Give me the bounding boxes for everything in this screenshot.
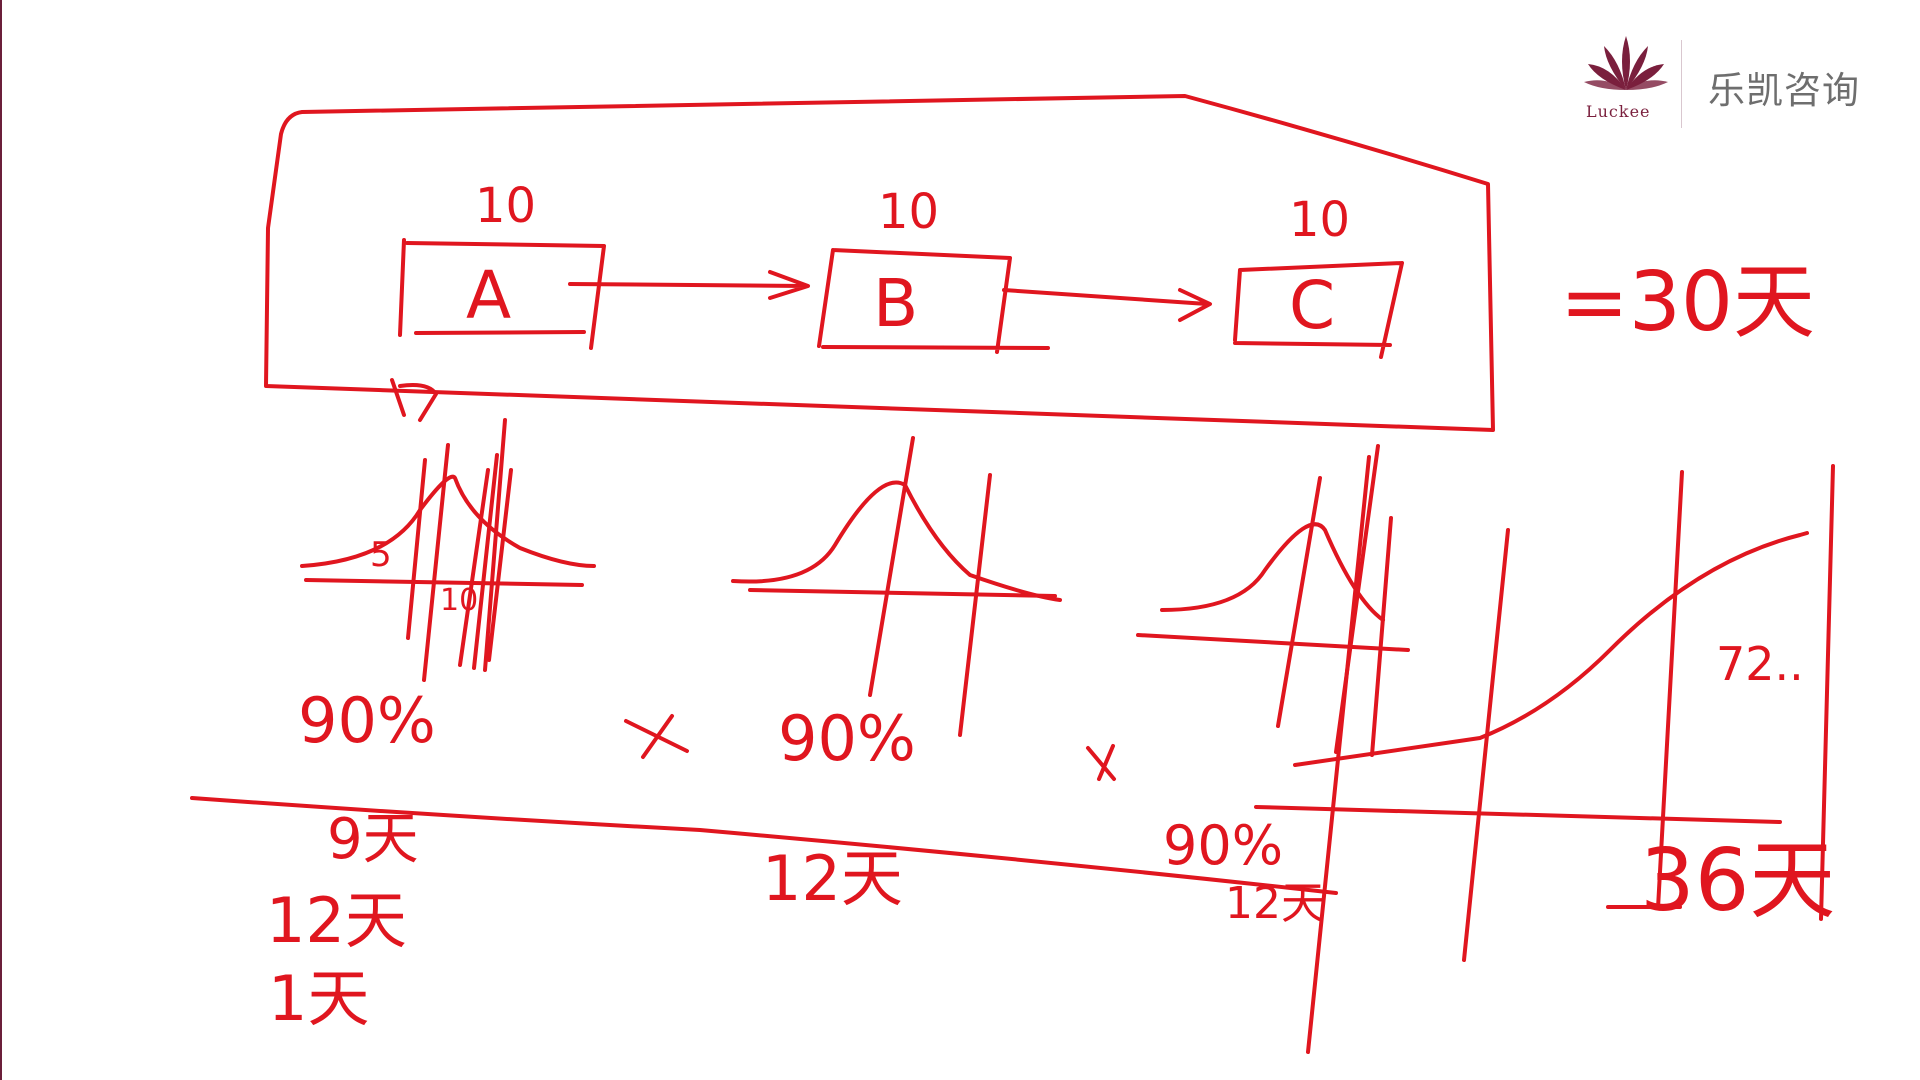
total-estimate: =30天 <box>1560 255 1815 350</box>
estimate-list-1: 12天 <box>266 884 407 957</box>
task-c-label: C <box>1289 267 1335 344</box>
task-a-label: A <box>466 257 511 334</box>
a-curve-left-mark: 5 <box>370 535 392 575</box>
a-probability: 90% <box>298 684 436 757</box>
a-curve-value: 10 <box>440 583 478 618</box>
markers-a <box>406 418 513 682</box>
timeline-right <box>1254 805 1782 824</box>
window-left-edge <box>0 0 2 1080</box>
scribble-under-a <box>390 378 438 422</box>
chain-estimate: 36天 <box>1640 831 1835 931</box>
multiply-mark-2 <box>1086 744 1116 781</box>
b-estimate: 12天 <box>762 842 903 915</box>
distribution-curve-a <box>300 474 596 568</box>
c-estimate: 12天 <box>1225 878 1325 929</box>
company-logo: Luckee 乐凯咨询 <box>1578 30 1878 130</box>
company-name: 乐凯咨询 <box>1708 69 1860 112</box>
axis-c <box>1136 633 1410 652</box>
task-box-b <box>817 248 1050 354</box>
task-b-duration: 10 <box>878 184 939 240</box>
axis-b <box>748 588 1057 598</box>
flower-logo-icon <box>1584 36 1668 90</box>
task-b-label: B <box>873 265 918 342</box>
axis-a <box>304 578 584 587</box>
logo-wordmark: Luckee <box>1586 102 1651 121</box>
cumulative-curve <box>1293 531 1809 767</box>
task-c-duration: 10 <box>1289 192 1350 248</box>
distribution-curve-c <box>1160 522 1385 622</box>
timeline-bottom <box>190 796 1338 895</box>
c-probability: 90% <box>1163 814 1283 877</box>
task-a-duration: 10 <box>475 178 536 234</box>
estimate-list-2: 1天 <box>268 962 369 1035</box>
task-box-c <box>1233 261 1404 359</box>
markers-chain <box>1306 455 1835 1054</box>
markers-b <box>868 436 992 737</box>
chain-probability: 72.. <box>1716 637 1804 691</box>
logo-divider <box>1681 40 1682 128</box>
markers-c <box>1276 444 1393 757</box>
task-box-a <box>398 238 606 350</box>
arrow-a-to-b <box>568 270 810 300</box>
arrow-b-to-c <box>1002 288 1212 322</box>
multiply-mark-1 <box>624 714 689 759</box>
a-estimate: 9天 <box>327 807 419 872</box>
b-probability: 90% <box>778 702 916 775</box>
task-chain-frame <box>264 94 1495 432</box>
